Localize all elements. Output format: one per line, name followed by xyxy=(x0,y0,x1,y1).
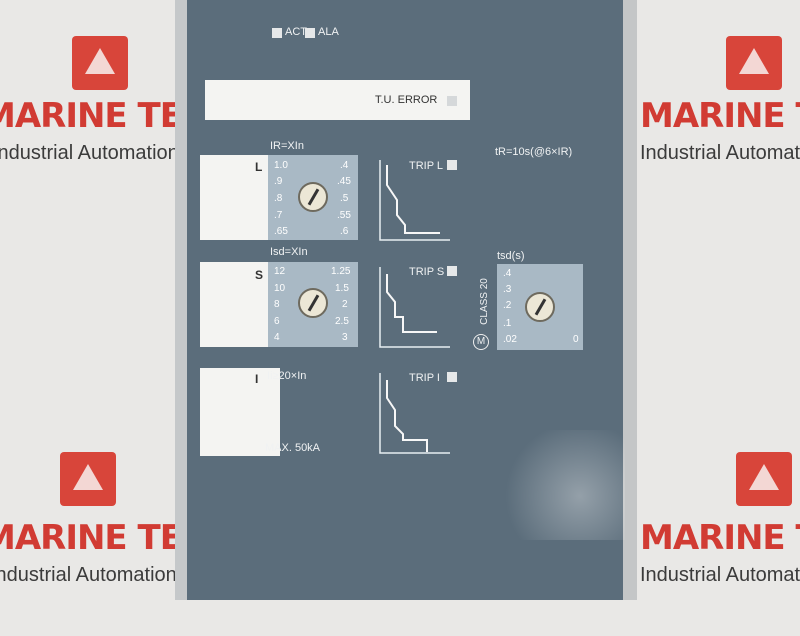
marine-tech-logo-icon xyxy=(60,452,116,506)
trip-unit-panel: ACT ALA T.U. ERROR L IR=XIn 1.0 .9 .8 .7… xyxy=(175,0,637,600)
trip-s-label: TRIP S xyxy=(409,266,445,278)
s-left-scale-1: 10 xyxy=(274,283,286,294)
watermark-brand: MARINE TECH xyxy=(640,96,800,136)
s-right-scale-0: 1.25 xyxy=(331,266,351,277)
marine-tech-logo-icon xyxy=(72,36,128,90)
i-max-label: MAX. 50kA xyxy=(265,442,321,454)
s-left-scale-0: 12 xyxy=(274,266,286,277)
watermark-brand: MARINE TECH xyxy=(640,518,800,558)
l-right-scale-1: .45 xyxy=(337,176,351,187)
s-left-scale-3: 6 xyxy=(274,316,280,327)
ala-label: ALA xyxy=(318,26,339,38)
panel-right-rail xyxy=(623,0,637,600)
l-right-scale-2: .5 xyxy=(340,193,349,204)
s-right-scale-4: 3 xyxy=(342,332,348,343)
s-right-scale-3: 2.5 xyxy=(335,316,349,327)
tu-error-label: T.U. ERROR xyxy=(375,94,438,106)
i-label-box xyxy=(200,368,280,456)
s-setting-label: Isd=XIn xyxy=(270,246,308,258)
tsd-scale-3: .1 xyxy=(503,318,512,329)
l-left-scale-2: .8 xyxy=(274,193,283,204)
l-setting-knob[interactable] xyxy=(298,182,328,212)
s-left-scale-2: 8 xyxy=(274,299,280,310)
tsd-scale-2: .2 xyxy=(503,300,512,311)
watermark-subtitle: Industrial Automation xyxy=(0,564,177,586)
tsd-scale-1: .3 xyxy=(503,284,512,295)
l-right-scale-4: .6 xyxy=(340,226,349,237)
trip-l-indicator xyxy=(447,160,457,170)
ala-indicator xyxy=(305,28,315,38)
tsd-scale-zero: 0 xyxy=(573,334,579,345)
l-left-scale-3: .7 xyxy=(274,210,283,221)
trip-i-indicator xyxy=(447,372,457,382)
l-section-label: L xyxy=(255,160,263,174)
l-label-box xyxy=(200,155,268,240)
watermark-top-right: MARINE TECH Industrial Automation xyxy=(640,30,800,220)
trip-i-label: TRIP I xyxy=(409,372,440,384)
s-right-scale-1: 1.5 xyxy=(335,283,349,294)
i-section-label: I xyxy=(255,372,259,386)
act-indicator xyxy=(272,28,282,38)
marine-tech-logo-icon xyxy=(736,452,792,506)
tsd-setting-knob[interactable] xyxy=(525,292,555,322)
watermark-bottom-right: MARINE TECH Industrial Automation xyxy=(640,446,800,636)
l-left-scale-4: .65 xyxy=(274,226,288,237)
l-trip-curve-icon xyxy=(379,160,450,241)
l-right-scale-3: .55 xyxy=(337,210,351,221)
tsd-label: tsd(s) xyxy=(497,250,525,262)
watermark-top-left: MARINE TECH Industrial Automation xyxy=(0,30,234,220)
s-right-scale-2: 2 xyxy=(342,299,348,310)
i-setting-label: Ii≥20×In xyxy=(267,370,307,382)
i-trip-curve-icon xyxy=(379,373,450,454)
motor-class-icon: M xyxy=(473,334,489,350)
s-label-box xyxy=(200,262,268,347)
l-setting-label: IR=XIn xyxy=(270,140,304,152)
tu-error-bar xyxy=(205,80,470,120)
trip-s-indicator xyxy=(447,266,457,276)
tu-error-indicator xyxy=(447,96,457,106)
act-label: ACT xyxy=(285,26,307,38)
tsd-scale-0: .4 xyxy=(503,268,512,279)
watermark-subtitle: Industrial Automation xyxy=(640,142,800,164)
watermark-subtitle: Industrial Automation xyxy=(640,564,800,586)
dust-speckle xyxy=(475,430,625,540)
s-trip-curve-icon xyxy=(379,267,450,348)
watermark-bottom-left: MARINE TECH Industrial Automation xyxy=(0,446,234,636)
trip-l-label: TRIP L xyxy=(409,160,444,172)
s-left-scale-4: 4 xyxy=(274,332,280,343)
l-right-scale-0: .4 xyxy=(340,160,349,171)
panel-left-rail xyxy=(175,0,187,600)
l-left-scale-0: 1.0 xyxy=(274,160,288,171)
watermark-subtitle: Industrial Automation xyxy=(0,142,179,164)
tsd-scale-4: .02 xyxy=(503,334,517,345)
l-left-scale-1: .9 xyxy=(274,176,283,187)
class-20-label: CLASS 20 xyxy=(478,278,490,325)
s-section-label: S xyxy=(255,268,264,282)
tr-time-note: tR=10s(@6×IR) xyxy=(495,146,573,158)
marine-tech-logo-icon xyxy=(726,36,782,90)
s-setting-knob[interactable] xyxy=(298,288,328,318)
